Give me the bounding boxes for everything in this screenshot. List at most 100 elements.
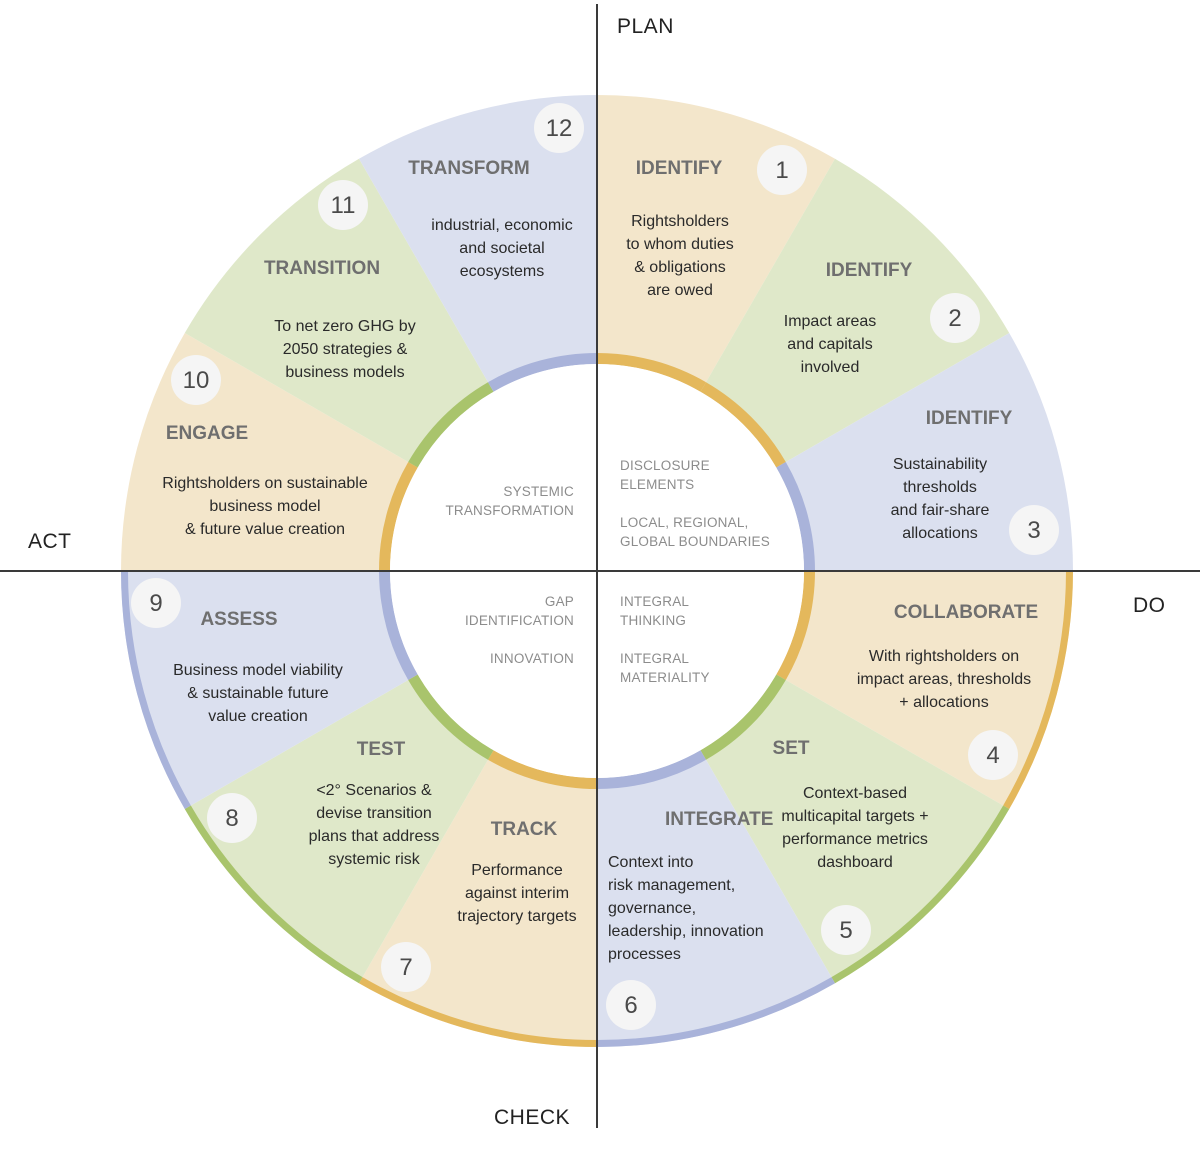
axis-labels: PLAN DO CHECK ACT [28,15,1166,1129]
seg-9-inner-band [379,571,418,680]
seg-2-text-line: involved [801,359,860,376]
seg-12-sector [359,95,597,392]
seg-3-text-line: and fair-share [891,502,990,519]
seg-12-inner-band [488,353,597,392]
seg-10-text-line: & future value creation [185,521,345,538]
seg-6-number: 6 [624,992,637,1019]
seg-6-text-line: processes [608,946,681,963]
seg-2-text-line: Impact areas [784,313,876,330]
seg-8-text-line: plans that address [309,828,440,845]
seg-7-outer-band [359,977,597,1047]
seg-8-number-badge [207,793,257,843]
pdca-axes [0,4,1200,1128]
seg-2-number-badge [930,293,980,343]
seg-2-text-line: and capitals [787,336,872,353]
seg-11-inner-band [408,382,494,468]
seg-10-text-line: business model [209,498,320,515]
center-disclosure-elements: ELEMENTS [620,477,694,492]
seg-11-title: TRANSITION [264,258,380,279]
seg-3-inner-band [776,462,815,571]
seg-4-text-line: With rightsholders on [869,648,1019,665]
center-boundaries: LOCAL, REGIONAL, [620,515,749,530]
seg-3-number: 3 [1027,517,1040,544]
axis-label-do: DO [1133,594,1166,617]
axis-label-act: ACT [28,530,72,553]
center-systemic-transformation: TRANSFORMATION [445,503,574,518]
seg-5-text-line: multicapital targets + [781,808,928,825]
seg-8-text-line: devise transition [316,805,432,822]
axis-label-check: CHECK [494,1106,570,1129]
inner-rim-bands [121,353,1073,1047]
seg-11-text-line: To net zero GHG by [274,318,415,335]
seg-8-title: TEST [357,739,406,760]
seg-7-inner-band [488,750,597,789]
seg-12-text-line: ecosystems [460,263,544,280]
seg-9-text-line: & sustainable future [187,685,329,702]
segment-sectors [121,95,1073,1047]
seg-1-title: IDENTIFY [636,158,723,179]
seg-6-sector [597,750,835,1047]
center-disclosure-elements: DISCLOSURE [620,458,710,473]
seg-10-number: 10 [183,367,210,394]
seg-8: 8 TEST <2° Scenarios & devise transition pla… [207,739,439,868]
seg-1-text-line: Rightsholders [631,213,729,230]
seg-5-number: 5 [839,917,852,944]
seg-9-number-badge [131,578,181,628]
seg-4-text-line: impact areas, thresholds [857,671,1031,688]
seg-6-text-line: Context into [608,854,693,871]
seg-2-number: 2 [948,305,961,332]
seg-6-number-badge [606,980,656,1030]
seg-10-title: ENGAGE [166,423,248,444]
seg-10-inner-band [379,462,418,571]
seg-2-sector [700,158,1010,468]
axis-label-plan: PLAN [617,15,674,38]
seg-8-text-line: systemic risk [328,851,421,868]
seg-6-text-line: risk management, [608,877,735,894]
seg-4-text-line: + allocations [899,694,988,711]
seg-12-number-badge [534,103,584,153]
seg-12-text-line: and societal [459,240,544,257]
seg-1-text-line: are owed [647,282,713,299]
seg-3-text-line: Sustainability [893,456,987,473]
seg-1-number: 1 [775,157,788,184]
seg-6-text-line: leadership, innovation [608,923,764,940]
center-boundaries: GLOBAL BOUNDARIES [620,534,770,549]
center-systemic-transformation: SYSTEMIC [503,484,574,499]
seg-5-number-badge [821,905,871,955]
seg-1-inner-band [597,353,706,392]
seg-8-text-line: <2° Scenarios & [316,782,432,799]
seg-3-number-badge [1009,505,1059,555]
seg-8-number: 8 [225,805,238,832]
seg-11-number: 11 [331,192,356,219]
seg-4-outer-band [1003,571,1073,809]
seg-11-number-badge [318,180,368,230]
seg-7-number-badge [381,942,431,992]
seg-2-inner-band [700,382,786,468]
seg-9-title: ASSESS [200,609,277,630]
seg-12-number: 12 [546,115,573,142]
seg-5-inner-band [700,674,786,760]
seg-7-text-line: against interim [465,885,569,902]
seg-6-inner-band [597,750,706,789]
center-integral-materiality: MATERIALITY [620,670,710,685]
seg-6-outer-band [597,977,835,1047]
seg-7-text-line: trajectory targets [457,908,576,925]
seg-6-title: INTEGRATE [665,809,773,830]
seg-5-text-line: dashboard [817,854,893,871]
seg-10-number-badge [171,355,221,405]
seg-3-text-line: allocations [902,525,978,542]
seg-12-title: TRANSFORM [408,158,529,179]
